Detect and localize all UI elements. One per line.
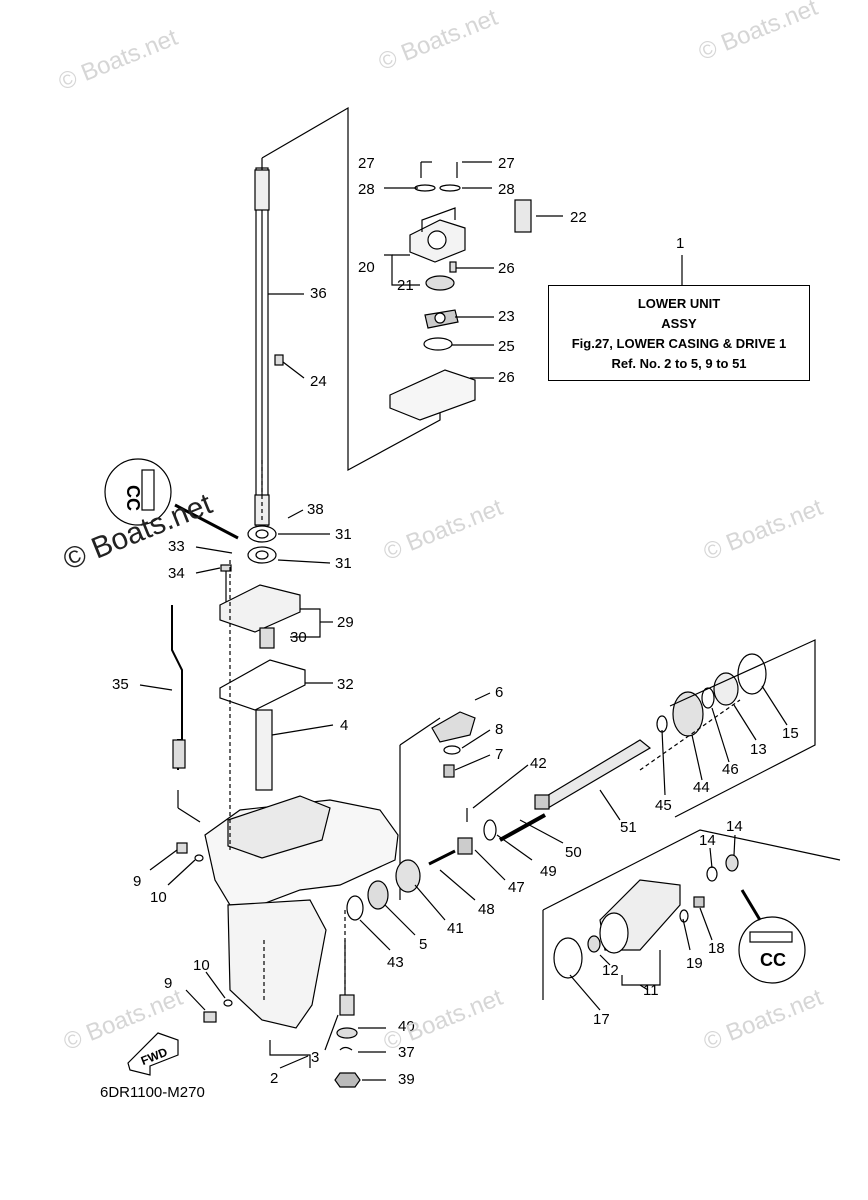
label-28-left: 28 bbox=[358, 181, 375, 198]
label-43: 44 bbox=[693, 779, 710, 796]
drawing-code: 6DR1100-M270 bbox=[100, 1084, 205, 1101]
label-9-upper: 9 bbox=[133, 873, 141, 890]
forward-gear bbox=[395, 859, 421, 893]
label-44: 45 bbox=[655, 797, 672, 814]
label-41: 41 bbox=[447, 920, 464, 937]
label-49: 50 bbox=[565, 844, 582, 861]
label-33: 33 bbox=[168, 538, 185, 555]
label-38: 38 bbox=[307, 501, 324, 518]
label-50: 48 bbox=[478, 901, 495, 918]
label-22: 23 bbox=[498, 308, 515, 325]
bearing-housing bbox=[219, 584, 301, 633]
label-13: 13 bbox=[750, 741, 767, 758]
label-35: 35 bbox=[112, 676, 129, 693]
label-24: 25 bbox=[498, 338, 515, 355]
label-10-lower: 10 bbox=[193, 957, 210, 974]
label-2: 2 bbox=[270, 1070, 278, 1087]
impeller bbox=[424, 309, 459, 329]
label-17: 18 bbox=[708, 940, 725, 957]
label-1: 1 bbox=[676, 235, 684, 252]
label-11: 11 bbox=[643, 982, 659, 999]
label-36: 36 bbox=[310, 285, 327, 302]
label-26: 26 bbox=[498, 260, 515, 277]
label-42: 43 bbox=[387, 954, 404, 971]
label-46: 47 bbox=[508, 879, 525, 896]
label-9-lower: 9 bbox=[164, 975, 172, 992]
label-23: 24 bbox=[310, 373, 327, 390]
label-29: 29 bbox=[337, 614, 354, 631]
label-7: 7 bbox=[495, 746, 503, 763]
callout-line-1: LOWER UNIT bbox=[637, 296, 721, 311]
label-6: 6 bbox=[495, 684, 503, 701]
label-40: 40 bbox=[398, 1018, 415, 1035]
label-20: 21 bbox=[397, 277, 414, 294]
callout-line-4: Ref. No. 2 to 5, 9 to 51 bbox=[611, 356, 747, 371]
label-30: 30 bbox=[290, 629, 307, 646]
callout-line-3: Fig.27, LOWER CASING & DRIVE 1 bbox=[571, 336, 787, 351]
fwd-arrow-icon bbox=[127, 1032, 179, 1076]
cartridge bbox=[514, 199, 532, 233]
label-15: 15 bbox=[782, 725, 799, 742]
label-27-right: 27 bbox=[498, 155, 515, 172]
lower-casing bbox=[204, 795, 399, 1029]
label-37: 37 bbox=[398, 1044, 415, 1061]
label-14-left: 14 bbox=[699, 832, 716, 849]
label-14-right: 14 bbox=[726, 818, 743, 835]
label-47: 42 bbox=[530, 755, 547, 772]
label-3: 3 bbox=[311, 1049, 319, 1066]
label-27-left: 27 bbox=[358, 155, 375, 172]
label-34: 34 bbox=[168, 565, 185, 582]
label-12: 12 bbox=[602, 962, 619, 979]
assembly-callout-box: LOWER UNIT ASSY Fig.27, LOWER CASING & D… bbox=[548, 285, 810, 381]
label-28-right: 28 bbox=[498, 181, 515, 198]
label-39: 39 bbox=[398, 1071, 415, 1088]
label-4: 4 bbox=[340, 717, 348, 734]
label-25: 26 bbox=[498, 369, 515, 386]
label-32: 32 bbox=[337, 676, 354, 693]
gasket bbox=[219, 659, 306, 711]
grease-label-left: CC bbox=[123, 485, 143, 511]
impeller-insert bbox=[425, 275, 455, 291]
o-ring bbox=[423, 337, 453, 351]
grease-label-right: CC bbox=[760, 950, 786, 970]
label-21: 22 bbox=[570, 209, 587, 226]
label-45: 46 bbox=[722, 761, 739, 778]
label-31-lower: 31 bbox=[335, 555, 352, 572]
label-31-upper: 31 bbox=[335, 526, 352, 543]
callout-line-2: ASSY bbox=[661, 316, 697, 331]
water-tube bbox=[255, 709, 273, 791]
water-pump-housing bbox=[409, 207, 466, 263]
label-10-upper: 10 bbox=[150, 889, 167, 906]
label-48: 49 bbox=[540, 863, 557, 880]
label-18: 19 bbox=[686, 955, 703, 972]
propeller-shaft bbox=[534, 739, 652, 810]
label-16: 17 bbox=[593, 1011, 610, 1028]
outer-plate bbox=[389, 369, 476, 421]
label-51: 51 bbox=[620, 819, 637, 836]
label-8: 8 bbox=[495, 721, 503, 738]
label-19: 20 bbox=[358, 259, 375, 276]
label-5: 5 bbox=[419, 936, 427, 953]
